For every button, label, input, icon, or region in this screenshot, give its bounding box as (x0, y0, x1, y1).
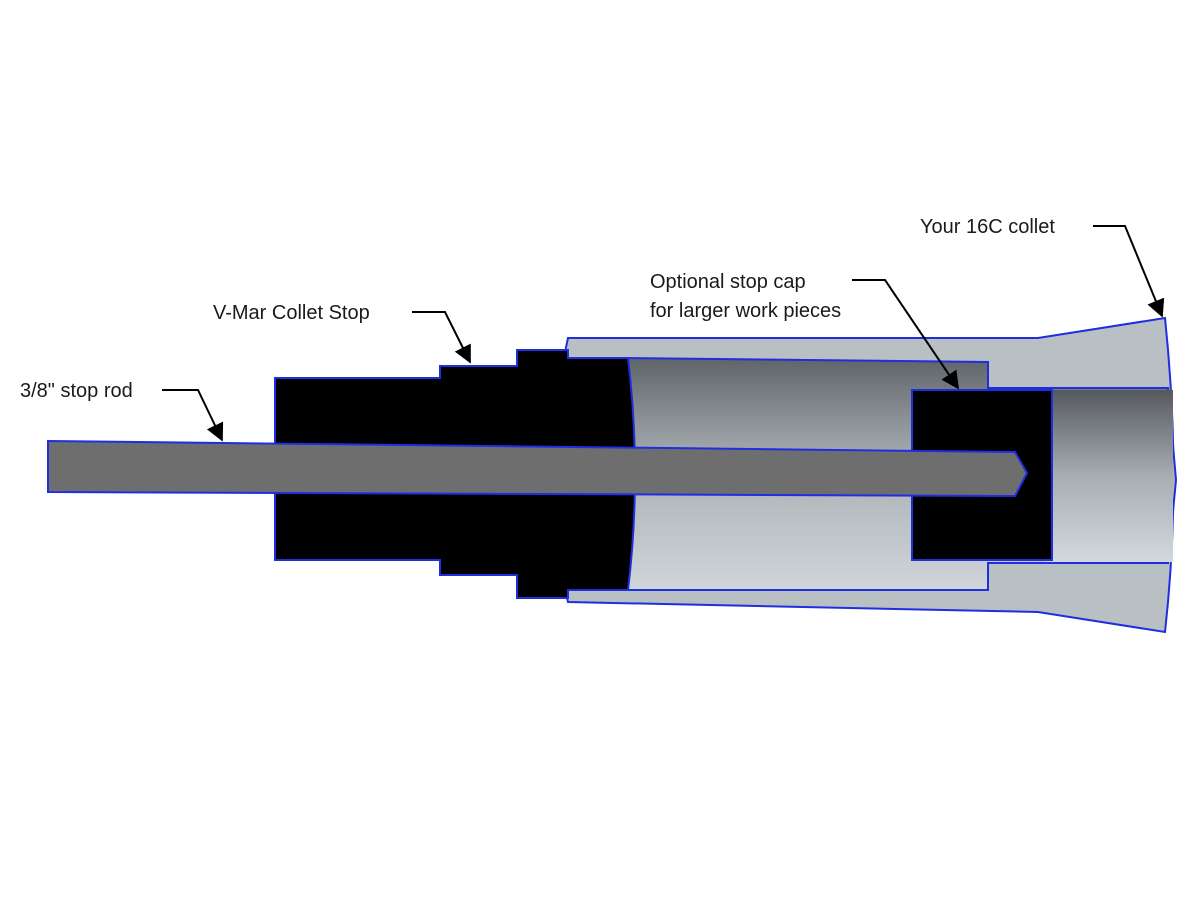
stop-cap-leader (852, 279, 960, 390)
collet-nose-bore (1045, 390, 1173, 562)
stop-rod-label: 3/8" stop rod (20, 380, 133, 402)
collet-stop-label: V-Mar Collet Stop (213, 302, 370, 324)
collet-label: Your 16C collet (920, 216, 1055, 238)
stop-rod-leader (162, 389, 224, 442)
stop-rod (47, 439, 1029, 498)
stop-cap-label-line1: Optional stop cap (650, 271, 806, 293)
stop-cap-label-line2: for larger work pieces (650, 300, 841, 322)
collet-leader (1093, 225, 1165, 318)
collet-stop-leader (412, 311, 471, 364)
